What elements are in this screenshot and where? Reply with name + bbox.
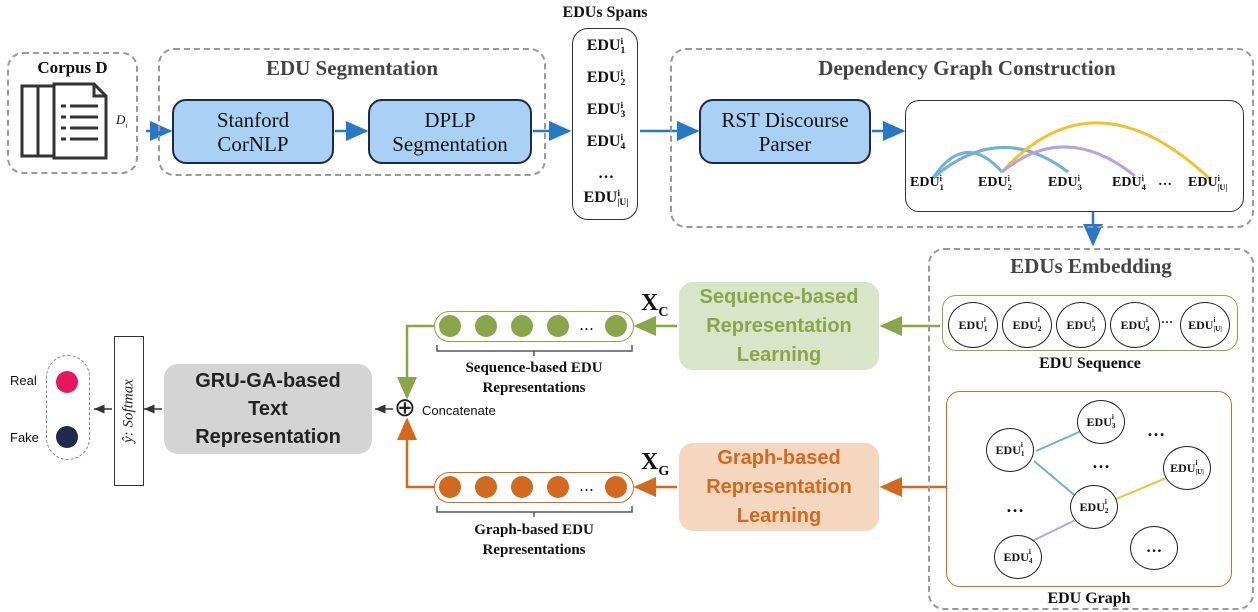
sequence-rep-dot-4 <box>547 315 569 337</box>
sequence-rep-ellipsis: … <box>579 316 594 334</box>
edu-segmentation-title: EDU Segmentation <box>265 56 439 80</box>
edu-graph-box <box>946 391 1232 587</box>
graph-ellipsis-2: … <box>1092 452 1110 472</box>
edu-segmentation-panel <box>158 48 546 176</box>
graph-representation-learning-box: Graph-based Representation Learning <box>679 443 879 531</box>
sequence-representation-learning-box: Sequence-based Representation Learning <box>679 282 879 370</box>
concatenate-label: Concatenate <box>422 403 496 418</box>
dependency-graph-title: Dependency Graph Construction <box>818 56 1116 80</box>
graph-reps-caption: Graph-based EDU Representations <box>474 522 594 558</box>
arrow-graphreps-to-concat <box>397 417 434 489</box>
sequence-rep-dot-1 <box>439 315 461 337</box>
graph-node-ellipsis: … <box>1130 526 1178 570</box>
graph-reps-box <box>434 472 634 503</box>
softmax-box <box>114 336 144 486</box>
graph-rep-dot-1 <box>439 476 461 498</box>
output-box <box>46 355 90 460</box>
real-label: Real <box>10 373 37 388</box>
edu-span-ellipsis: … <box>598 165 614 182</box>
edu-sequence-label: EDU Sequence <box>1039 355 1141 372</box>
graph-rep-dot-2 <box>475 476 497 498</box>
sequence-reps-caption: Sequence-based EDU Representations <box>465 360 603 396</box>
graph-rep-dot-3 <box>511 476 533 498</box>
sequence-ellipsis: … <box>1161 312 1173 326</box>
edu-graph-label: EDU Graph <box>1047 590 1131 607</box>
edus-embedding-title: EDUs Embedding <box>1010 254 1172 278</box>
graph-rep-dot-5 <box>605 476 627 498</box>
graph-rep-ellipsis: … <box>579 477 594 495</box>
edu-sequence-box <box>942 295 1238 351</box>
seq-reps-brace <box>436 345 633 352</box>
stanford-corenlp-box: Stanford CorNLP <box>172 99 334 164</box>
edus-spans-title: EDUs Spans <box>562 4 648 21</box>
xg-label: XG <box>641 449 670 479</box>
graph-ellipsis-1: … <box>1147 420 1165 440</box>
softmax-label: ŷ: Softmax <box>120 379 137 443</box>
corpus-panel <box>7 52 138 174</box>
documents-icon <box>20 82 108 160</box>
rst-discourse-parser-box: RST Discourse Parser <box>699 99 871 164</box>
graph-ellipsis-3: … <box>1006 496 1024 516</box>
dependency-arcs <box>931 121 1213 182</box>
sequence-reps-box <box>434 311 634 342</box>
dependency-graph-box <box>905 100 1244 212</box>
sequence-rep-dot-2 <box>475 315 497 337</box>
graph-reps-brace <box>436 506 633 513</box>
arrow-seqreps-to-concat <box>397 324 434 400</box>
concatenate-symbol: ⊕ <box>394 393 416 423</box>
fake-output-dot <box>56 426 78 448</box>
real-output-dot <box>56 371 78 393</box>
xc-label: XC <box>641 290 669 320</box>
gru-ga-text-representation-box: GRU-GA-based Text Representation <box>164 364 372 454</box>
edus-embedding-panel <box>928 248 1254 610</box>
corpus-doc-label: Di <box>116 112 128 130</box>
graph-rep-dot-4 <box>547 476 569 498</box>
sequence-rep-dot-3 <box>511 315 533 337</box>
dependency-graph-panel <box>670 48 1254 228</box>
fake-label: Fake <box>10 430 39 445</box>
corpus-title: Corpus D <box>37 58 108 77</box>
dplp-segmentation-box: DPLP Segmentation <box>368 99 532 164</box>
sequence-rep-dot-5 <box>605 315 627 337</box>
dep-node-ellipsis: … <box>1158 174 1172 189</box>
